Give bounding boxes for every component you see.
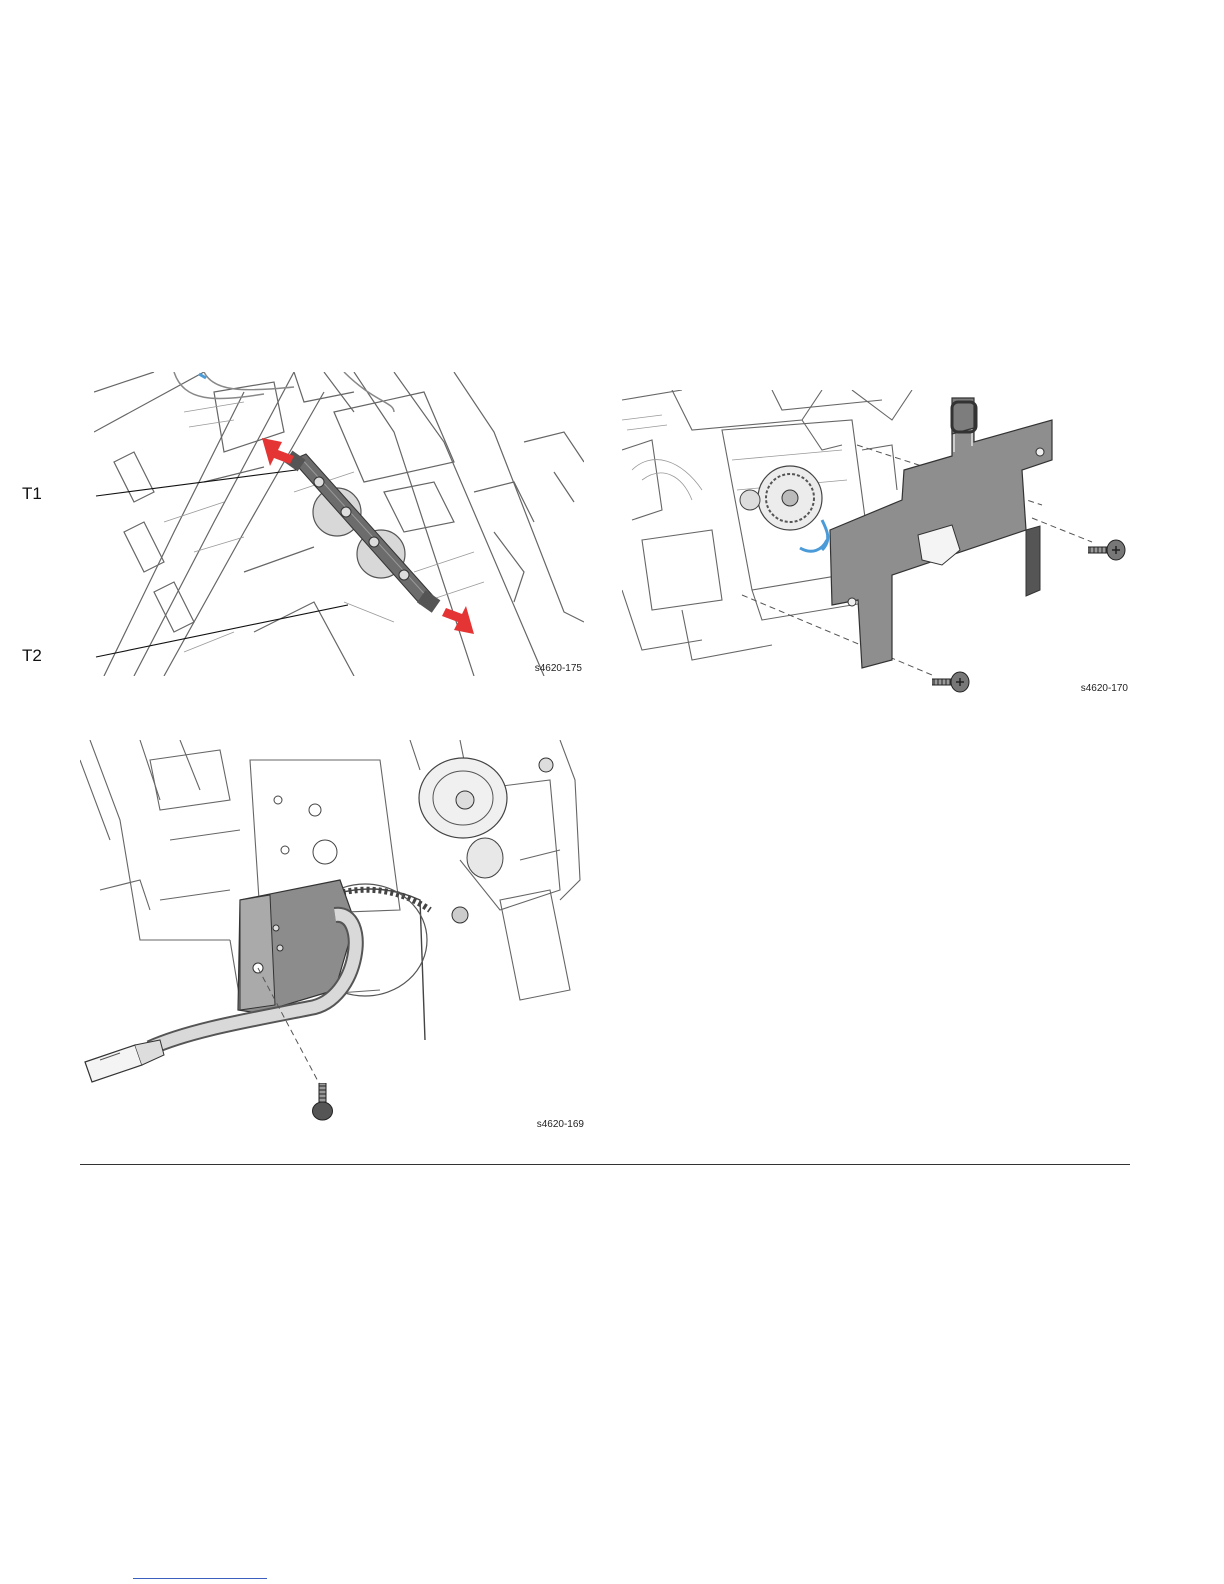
screw-icon bbox=[932, 670, 972, 694]
figure-id: s4620-175 bbox=[535, 663, 582, 674]
callout-t2: T2 bbox=[22, 646, 42, 666]
screw-icon bbox=[310, 1083, 336, 1123]
figure-id: s4620-170 bbox=[1081, 683, 1128, 694]
figure-s4620-170: s4620-170 bbox=[622, 390, 1130, 696]
page-divider bbox=[80, 1164, 1130, 1165]
figure-s4620-169: s4620-169 bbox=[80, 740, 586, 1132]
screw-icon bbox=[1088, 538, 1128, 562]
callout-t1: T1 bbox=[22, 484, 42, 504]
figure-id: s4620-169 bbox=[537, 1119, 584, 1130]
illustration-cover-removal bbox=[622, 390, 1130, 696]
illustration-sensor-bracket bbox=[80, 740, 586, 1132]
footer-link-underline[interactable] bbox=[133, 1578, 267, 1579]
callout-leader-lines bbox=[48, 372, 348, 676]
figure-s4620-175: T1 T2 s4620-175 bbox=[94, 372, 584, 676]
